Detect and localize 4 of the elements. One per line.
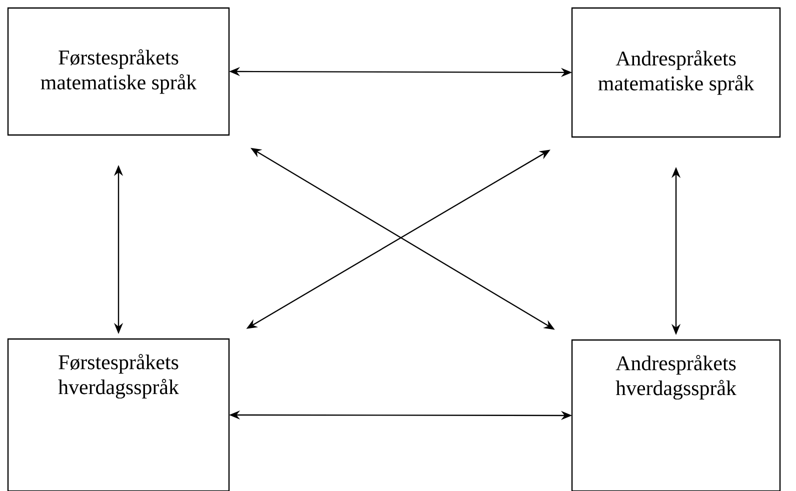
- text-box: Andrespråkets hverdagsspråk: [571, 339, 781, 491]
- text-box: Førstespråkets matematiske språk: [7, 7, 230, 136]
- text-box: Andrespråkets matematiske språk: [571, 7, 781, 138]
- text-box: Førstespråkets hverdagsspråk: [7, 338, 230, 491]
